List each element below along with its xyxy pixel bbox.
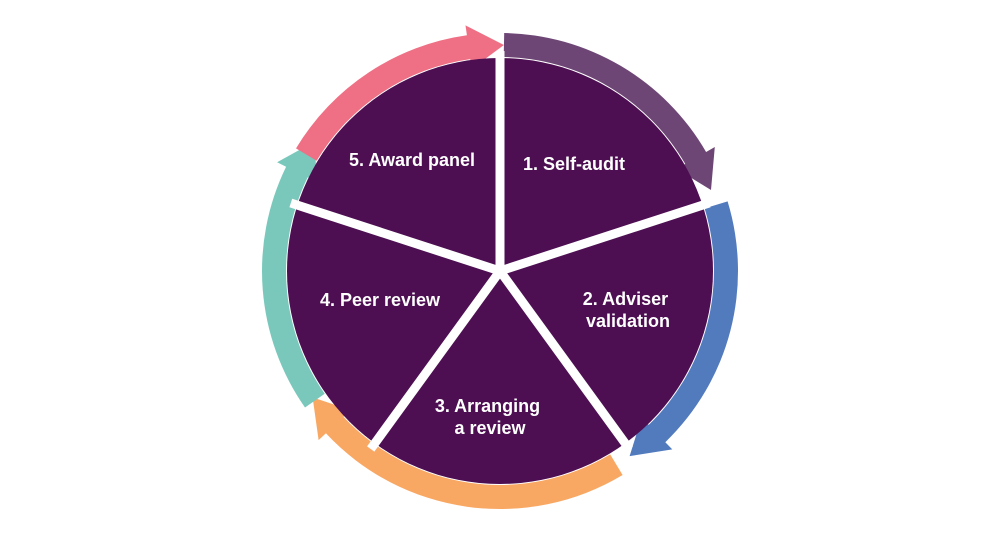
stage-label-line: 4. Peer review [320,290,441,310]
stage-label-arranging-review: 3. Arranging a review [435,396,545,438]
stage-label-adviser-validation: 2. Adviser validation [583,289,673,331]
wheel-dividers [289,51,711,452]
arrow-peer-review [262,141,325,408]
divider-line [367,268,504,452]
stage-label-peer-review: 4. Peer review [320,290,441,310]
arrow-award-panel [296,25,504,161]
arrow-self-audit [503,33,715,190]
stage-label-line: a review [454,418,526,438]
divider-line [289,198,502,276]
stage-label-award-panel: 5. Award panel [349,150,475,170]
arrow-arranging-review [312,397,623,510]
stage-label-self-audit: 1. Self-audit [523,154,625,174]
stage-label-line: 3. Arranging [435,396,540,416]
stage-labels: 1. Self-audit 2. Adviser validation 3. A… [320,150,673,438]
stage-label-line: 5. Award panel [349,150,475,170]
divider-line [496,268,633,452]
stage-label-line: 1. Self-audit [523,154,625,174]
divider-line [498,198,711,276]
stage-label-line: 2. Adviser [583,289,668,309]
stage-label-line: validation [586,311,670,331]
